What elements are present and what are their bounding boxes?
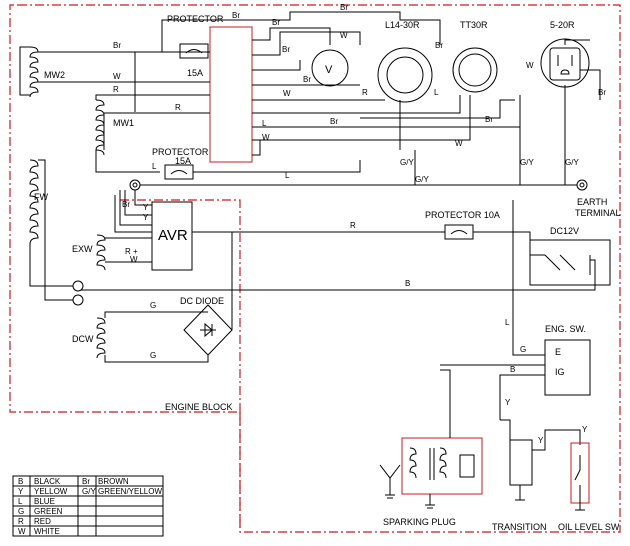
dcw-winding bbox=[96, 317, 106, 359]
legend-cell: BROWN bbox=[98, 477, 129, 486]
mw1-label: MW1 bbox=[113, 118, 134, 128]
wire-label: G bbox=[150, 301, 156, 310]
wire-label: Br bbox=[598, 88, 606, 97]
wire-label: L bbox=[152, 162, 157, 171]
wire-color-labels: Br W R R L Br Br Br W Br Br W Br L W R L… bbox=[113, 3, 606, 445]
protector-dc-label: PROTECTOR 10A bbox=[425, 210, 500, 220]
terminal-label: TERMINAL bbox=[575, 208, 621, 218]
wire-label: Br bbox=[340, 3, 348, 12]
legend-cell: W bbox=[18, 527, 26, 536]
wire-label: W bbox=[262, 133, 270, 142]
mw2-label: MW2 bbox=[44, 70, 65, 80]
tt30r-label: TT30R bbox=[460, 20, 488, 30]
wire-label: W bbox=[455, 139, 463, 148]
legend-cell: GREEN/YELLOW bbox=[98, 487, 162, 496]
wire-label: R bbox=[350, 221, 356, 230]
wire-label: G/Y bbox=[400, 158, 414, 167]
dc-diode-label: DC DIODE bbox=[180, 296, 224, 306]
wire-label: W bbox=[130, 255, 138, 264]
eng-sw-ig-label: IG bbox=[555, 367, 565, 377]
legend-cell: YELLOW bbox=[34, 487, 68, 496]
wire-label: R bbox=[175, 103, 181, 112]
wire-label: Br bbox=[485, 115, 493, 124]
wire-label: R bbox=[113, 85, 119, 94]
legend-cell: R bbox=[18, 517, 24, 526]
wire-label: R + bbox=[125, 247, 138, 256]
wire-label: Y bbox=[582, 425, 588, 434]
main-wiring bbox=[19, 11, 611, 511]
voltmeter-symbol: V bbox=[325, 64, 333, 76]
l1430r-label: L14-30R bbox=[385, 20, 420, 30]
wire-label: Y bbox=[505, 398, 511, 407]
oil-level-label: OIL LEVEL SW bbox=[558, 522, 620, 532]
wire-label: L bbox=[434, 88, 439, 97]
avr-label: AVR bbox=[158, 227, 188, 244]
wire-label: B bbox=[510, 365, 515, 374]
eng-sw-label: ENG. SW. bbox=[545, 324, 586, 334]
wire-label: L bbox=[285, 171, 290, 180]
dcw-label: DCW bbox=[72, 334, 94, 344]
fw-label: FW bbox=[34, 192, 48, 202]
wire-label: G/Y bbox=[520, 158, 534, 167]
earth-label: EARTH bbox=[577, 197, 607, 207]
engine-block-label: ENGINE BLOCK bbox=[165, 402, 233, 412]
wire-label: G bbox=[150, 351, 156, 360]
legend-cell: L bbox=[18, 497, 23, 506]
wire-label: Br bbox=[303, 75, 311, 84]
exw-label: EXW bbox=[72, 244, 93, 254]
wire-label: L bbox=[262, 119, 267, 128]
legend-cell: B bbox=[18, 477, 23, 486]
fw-winding bbox=[29, 159, 39, 245]
wire-label: L bbox=[505, 318, 510, 327]
wire-label: Y bbox=[538, 436, 544, 445]
fuse-top-label: 15A bbox=[187, 68, 203, 78]
generator-outline bbox=[9, 4, 621, 533]
protector-top-label: PROTECTOR bbox=[167, 14, 224, 24]
legend-cell: WHITE bbox=[34, 527, 60, 536]
wire-label: W bbox=[340, 31, 348, 40]
wire-label: G/Y bbox=[415, 175, 429, 184]
dc12v-label: DC12V bbox=[550, 226, 579, 236]
wire-label: W bbox=[526, 61, 534, 70]
wire-label: Br bbox=[232, 11, 240, 20]
eng-sw-e-label: E bbox=[555, 347, 561, 357]
wire-label: Br bbox=[113, 41, 121, 50]
wire-label: R bbox=[362, 88, 368, 97]
exw-winding bbox=[96, 234, 106, 271]
wire-label: G/Y bbox=[565, 158, 579, 167]
legend-cell: Br bbox=[82, 477, 90, 486]
legend-cell: G/Y bbox=[82, 487, 96, 496]
wire-label: Br bbox=[122, 200, 130, 209]
wire-label: Br bbox=[272, 18, 280, 27]
wire-label: Y bbox=[143, 213, 149, 222]
wire-label: G bbox=[520, 345, 526, 354]
fuse-mid-label: 15A bbox=[175, 156, 191, 166]
sparking-plug-label: SPARKING PLUG bbox=[383, 517, 456, 527]
wire-label: Y bbox=[143, 203, 149, 212]
legend-cell: BLACK bbox=[34, 477, 61, 486]
mw1-winding bbox=[95, 99, 105, 156]
legend-cell: Y bbox=[18, 487, 24, 496]
component-labels: PROTECTOR 15A PROTECTOR 15A PROTECTOR 10… bbox=[34, 14, 621, 532]
wire-label: Br bbox=[330, 117, 338, 126]
wire-label: B bbox=[405, 279, 410, 288]
legend-cell: BLUE bbox=[34, 497, 55, 506]
wire-label: Br bbox=[435, 41, 443, 50]
control-panel-box bbox=[209, 26, 253, 163]
r520-label: 5-20R bbox=[550, 20, 575, 30]
legend-cell: GREEN bbox=[34, 507, 63, 516]
mw2-winding bbox=[29, 46, 39, 98]
wire-label: W bbox=[113, 72, 121, 81]
protector-mid-label: PROTECTOR bbox=[152, 147, 209, 157]
wire-label: W bbox=[283, 89, 291, 98]
legend-cell: G bbox=[18, 507, 24, 516]
wire-label: Br bbox=[282, 45, 290, 54]
legend-cell: RED bbox=[34, 517, 51, 526]
transition-label: TRANSITION bbox=[492, 522, 547, 532]
